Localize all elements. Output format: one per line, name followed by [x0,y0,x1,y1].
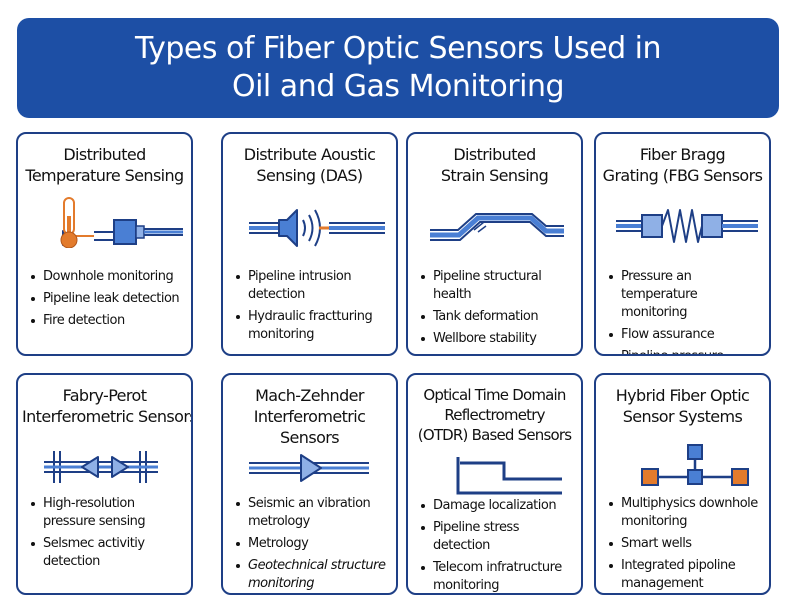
card-title: Distributed Temperature Sensing [25,145,184,185]
card-title: Distributed Strain Sensing [440,145,549,185]
bullet-list: High-resolution pressure sensing Selsmec… [30,495,187,575]
card-title: Distribute Aoustic Sensing (DAS) [243,145,376,185]
title-banner: Types of Fiber Optic Sensors Used in Oil… [17,18,779,118]
list-item: Damage localization [420,497,577,515]
list-item: Pipeline leak detection [30,290,187,308]
list-item: Fire detection [30,312,187,330]
card-title: Optical Time Domain Reflectrometry (OTDR… [417,386,572,444]
list-item: Tank deformation [420,308,577,326]
card-title: Hybrid Fiber Optic Sensor Systems [615,386,750,426]
list-item: Wellbore stability [420,330,577,348]
bullet-list: Downhole monitoring Pipeline leak detect… [30,268,187,334]
card-distributed-acoustic-sensing: Distribute Aoustic Sensing (DAS) Pipelin… [221,132,398,356]
page-title-line-1: Types of Fiber Optic Sensors Used in [134,31,662,66]
card-title: Fiber Bragg Grating (FBG Sensors [602,145,763,185]
sensor-network-icon [641,444,749,486]
card-title: Fabry-Perot Interferometric Sensors [22,386,193,426]
bullet-list: Pipeline intrusion detection Hydraulic f… [235,268,392,348]
list-item: Multiphysics downhole monitoring [608,495,765,531]
card-hybrid-sensor-systems: Hybrid Fiber Optic Sensor Systems Multip… [594,373,771,595]
list-item: Pipeline stress detection [420,519,577,555]
list-item: Selsmec activitiy detection [30,535,187,571]
list-item: Downhole monitoring [30,268,187,286]
list-item: Pipeline structural health [420,268,577,304]
list-item: Metrology [235,535,392,553]
list-item: Integrated pipoline management [608,557,765,593]
fabry-perot-cavity-icon [44,451,158,483]
card-distributed-temperature-sensing: Distributed Temperature Sensing Downhole… [16,132,193,356]
list-item: Pipeline pressure sensing [608,348,765,354]
speaker-wave-icon [249,209,385,247]
card-fabry-perot: Fabry-Perot Interferometric Sensors High… [16,373,193,595]
list-item: Telecom infratructure monitoring [420,559,577,593]
list-item: Flow assurance [608,326,765,344]
bullet-list: Pipeline structural health Tank deformat… [420,268,577,352]
bullet-list: Seismic an vibration metrology Metrology… [235,495,392,593]
bullet-list: Damage localization Pipeline stress dete… [420,497,577,593]
page-title-line-2: Oil and Gas Monitoring [231,69,565,104]
mach-zehnder-arrow-icon [249,454,369,482]
bent-fiber-icon [430,213,564,241]
list-item: Pressure an temperature monitoring [608,268,765,322]
card-fiber-bragg-grating: Fiber Bragg Grating (FBG Sensors Pressur… [594,132,771,356]
bullet-list: Multiphysics downhole monitoring Smart w… [608,495,765,593]
card-mach-zehnder: Mach-Zehnder Interferometric Sensors Sei… [221,373,398,595]
bragg-grating-icon [616,209,758,243]
list-item: High-resolution pressure sensing [30,495,187,531]
list-item: Smart wells [608,535,765,553]
card-distributed-strain-sensing: Distributed Strain Sensing Pipeline stru… [406,132,583,356]
card-title: Mach-Zehnder Interferometric Sensors [253,386,366,447]
list-item: Hydraulic fractturing monitoring [235,308,392,344]
list-item: Pipeline intrusion detection [235,268,392,304]
bullet-list: Pressure an temperature monitoring Flow … [608,268,765,354]
card-otdr: Optical Time Domain Reflectrometry (OTDR… [406,373,583,595]
list-item: Geotechnical structure monitoring [235,557,392,593]
thermometer-fiber-icon [60,197,183,248]
otdr-trace-icon [456,457,562,495]
list-item: Seismic an vibration metrology [235,495,392,531]
